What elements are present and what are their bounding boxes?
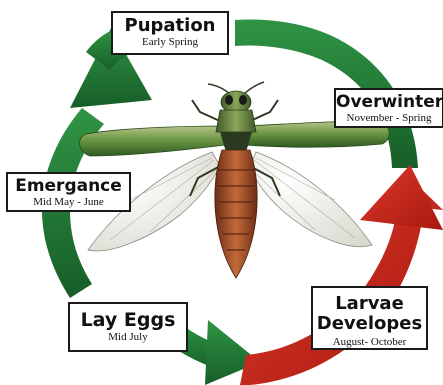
stage-box-larvae: Larvae Developes August- October <box>311 286 428 350</box>
stage-title-overwinter: Overwinter <box>336 94 442 111</box>
stage-box-emergance: Emergance Mid May - June <box>6 172 131 212</box>
stage-period-overwinter: November - Spring <box>336 113 442 124</box>
stage-box-overwinter: Overwinter November - Spring <box>334 88 443 128</box>
stage-period-lay-eggs: Mid July <box>70 332 186 343</box>
stage-title-pupation: Pupation <box>113 17 227 35</box>
stage-period-larvae: August- October <box>313 337 426 348</box>
stage-period-pupation: Early Spring <box>113 37 227 48</box>
stage-box-lay-eggs: Lay Eggs Mid July <box>68 302 188 352</box>
stage-title-emergance: Emergance <box>8 178 129 195</box>
stage-period-emergance: Mid May - June <box>8 197 129 208</box>
stage-box-pupation: Pupation Early Spring <box>111 11 229 55</box>
stage-title-larvae: Larvae Developes <box>313 294 426 334</box>
stage-title-lay-eggs: Lay Eggs <box>70 311 186 330</box>
